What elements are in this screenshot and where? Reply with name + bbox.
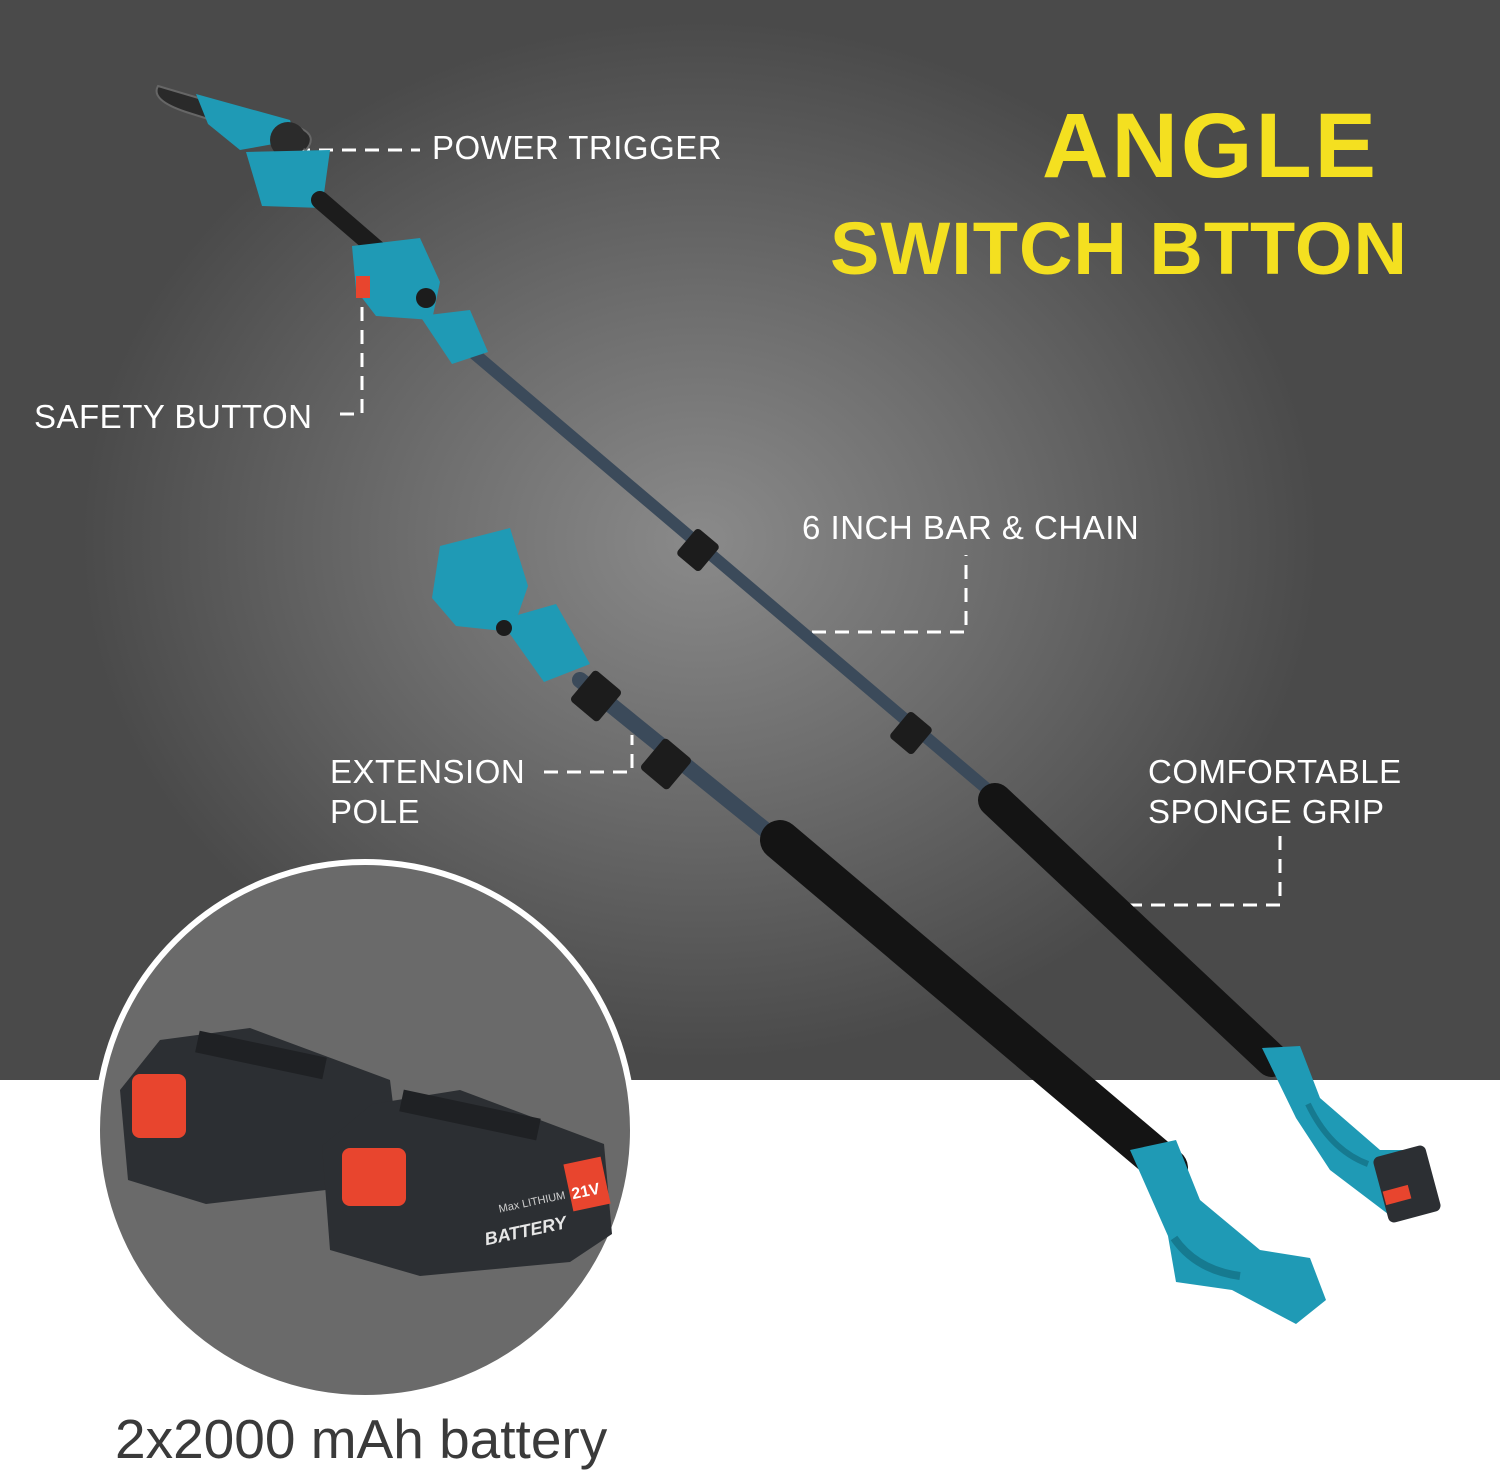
safety-button-label: SAFETY BUTTON: [34, 398, 313, 435]
safety-button: [356, 276, 370, 298]
battery-release: [1382, 1184, 1412, 1206]
battery-2-rail: [399, 1089, 541, 1141]
pole-coupler: [420, 310, 488, 364]
pole-clamp: [677, 528, 719, 572]
attached-battery: [1373, 1145, 1441, 1223]
sprocket-cover: [270, 122, 306, 158]
head-neck: [311, 191, 387, 259]
sponge-grip-label: COMFORTABLE SPONGE GRIP: [1148, 752, 1402, 832]
motor-housing: [246, 150, 330, 208]
battery-1-release: [132, 1074, 186, 1138]
extension-knob: [496, 620, 512, 636]
headline-line-1: ANGLE: [1042, 95, 1379, 197]
extension-head: [432, 528, 528, 632]
extension-label-line-1: EXTENSION: [330, 753, 526, 790]
extension-coupler: [500, 604, 590, 682]
angle-switch-knob: [416, 288, 436, 308]
sponge-grip-long: [978, 783, 1289, 1077]
extension-pole-label: EXTENSION POLE: [330, 752, 525, 832]
battery-2-body: [322, 1090, 612, 1276]
sponge-grip-leader: [1128, 830, 1282, 907]
safety-button-leader: [340, 300, 364, 416]
extension-label-line-2: POLE: [330, 793, 421, 830]
grip-label-line-1: COMFORTABLE: [1148, 753, 1402, 790]
battery-caption: 2x2000 mAh battery: [115, 1408, 608, 1470]
battery-voltage-text: 21V: [570, 1181, 602, 1204]
battery-circle: 21V BATTERY Max LITHIUM: [94, 859, 636, 1401]
extension-pole: [432, 528, 1326, 1324]
battery-2-voltage-badge: [563, 1156, 611, 1212]
saw-head: [155, 84, 488, 364]
battery-2-release: [342, 1148, 406, 1206]
grip-label-line-2: SPONGE GRIP: [1148, 793, 1385, 830]
long-pole-saw: [464, 344, 1441, 1223]
bar-chain-label: 6 INCH BAR & CHAIN: [802, 509, 1140, 546]
extension-clamp: [640, 738, 692, 790]
battery-pack-2: 21V BATTERY Max LITHIUM: [322, 1089, 612, 1276]
pole-clamp: [890, 711, 932, 755]
power-trigger-label: POWER TRIGGER: [432, 129, 723, 166]
callout-leaders: [296, 148, 1282, 907]
extension-handle-shadow: [1170, 1235, 1241, 1280]
headline-line-2: SWITCH BTTON: [830, 207, 1408, 290]
battery-1-rail: [195, 1030, 327, 1080]
bar-chain-leader: [812, 555, 968, 634]
extension-clamp: [570, 670, 622, 722]
handle-shadow: [1305, 1102, 1370, 1167]
sponge-grip-extension: [760, 820, 1188, 1188]
extension-pole-leader: [544, 735, 634, 774]
extension-handle: [1130, 1140, 1326, 1324]
